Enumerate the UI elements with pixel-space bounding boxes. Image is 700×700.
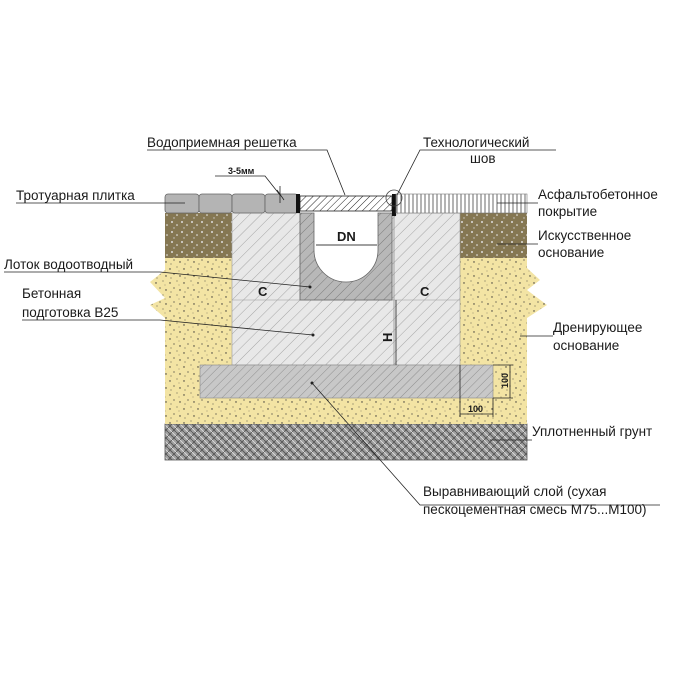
leveling-layer: [199, 364, 494, 399]
dim-dn: DN: [337, 229, 356, 244]
label-channel: Лоток водоотводный: [4, 257, 133, 272]
label-ground: Уплотненный грунт: [532, 424, 652, 439]
artificial-base-left: [165, 213, 232, 258]
label-grate: Водоприемная решетка: [147, 135, 297, 150]
label-concrete-1: Бетонная: [22, 286, 81, 301]
leader-lines: [4, 149, 660, 506]
dim-100-horizontal: 100: [468, 404, 483, 414]
dim-100-vertical: 100: [500, 373, 510, 388]
artificial-base-right: [460, 213, 527, 258]
label-asphalt-1: Асфальтобетонное: [538, 187, 658, 202]
label-joint-1: Технологический: [423, 135, 529, 150]
compacted-ground-layer: [164, 423, 528, 461]
label-leveling-2: пескоцементная смесь М75...М100): [423, 502, 647, 517]
grate: [299, 195, 393, 212]
dim-c-left: C: [258, 284, 268, 299]
label-asphalt-2: покрытие: [538, 204, 597, 219]
asphalt-surface: [395, 193, 528, 214]
gap-label: 3-5мм: [228, 166, 255, 176]
paving-tiles: [164, 193, 299, 214]
dim-c-right: C: [420, 284, 430, 299]
label-drain-1: Дренирующее: [553, 320, 642, 335]
label-artificial-2: основание: [538, 245, 604, 260]
drainage-channel: [299, 212, 393, 301]
label-drain-2: основание: [553, 338, 619, 353]
label-paving: Тротуарная плитка: [16, 188, 135, 203]
label-joint-2: шов: [470, 151, 496, 166]
dim-h: H: [380, 333, 395, 342]
label-artificial-1: Искусственное: [538, 228, 631, 243]
label-leveling-1: Выравнивающий слой (сухая: [423, 484, 606, 499]
label-concrete-2: подготовка B25: [22, 305, 118, 320]
joint-marker-circle: [385, 189, 403, 207]
